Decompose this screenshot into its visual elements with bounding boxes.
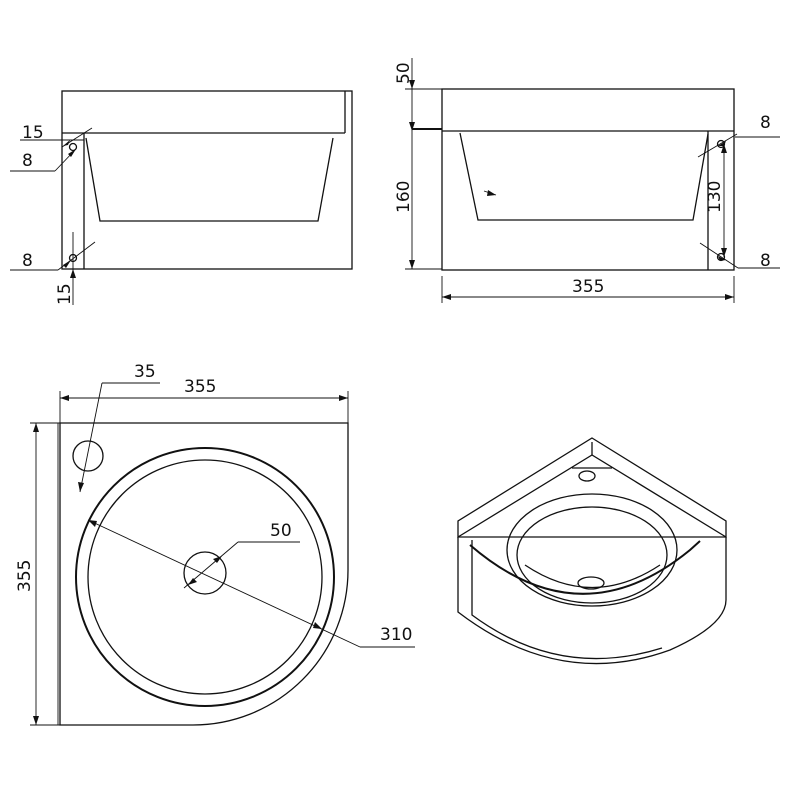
dimension-arrow-icon <box>68 149 76 157</box>
dimension-arrow-icon <box>33 716 39 725</box>
dimension-arrow-icon <box>70 269 76 278</box>
dimension-arrow-icon <box>487 190 496 196</box>
top-bowl-outer <box>75 447 335 707</box>
drain-icon <box>577 576 605 590</box>
side-dim-top: 50 <box>394 62 414 84</box>
front-dim-top-rim: 15 <box>22 123 44 143</box>
top-bowl-inner <box>87 459 323 695</box>
dimension-arrow-icon <box>718 256 726 261</box>
dimension-arrow-icon <box>442 294 451 300</box>
front-outline <box>61 90 353 270</box>
dimension-arrow-icon <box>721 248 727 257</box>
side-dim-upper-hole: 8 <box>760 113 771 133</box>
dimension-arrow-icon <box>63 140 70 146</box>
dimension-arrow-icon <box>213 556 222 563</box>
front-bowl-outline <box>85 137 334 222</box>
dimension-arrow-icon <box>339 395 348 401</box>
top-dim-tap-hole: 35 <box>134 362 156 382</box>
mounting-hole-icon <box>68 142 78 152</box>
side-dim-width: 355 <box>572 277 604 297</box>
dimension-arrow-icon <box>33 423 39 432</box>
iso-bowl-inner <box>516 506 668 604</box>
iso-body <box>457 537 727 665</box>
dimension-arrow-icon <box>78 482 84 492</box>
top-dim-drain: 50 <box>270 521 292 541</box>
front-dim-upper-hole: 8 <box>22 151 33 171</box>
dimension-arrow-icon <box>725 294 734 300</box>
iso-bowl-outer <box>506 493 678 607</box>
side-bowl-outline <box>459 132 709 221</box>
iso-rim-front <box>469 540 701 595</box>
side-dim-lower-hole: 8 <box>760 251 771 271</box>
tap-hole-icon <box>72 440 104 472</box>
isometric-view <box>457 437 727 665</box>
dimension-arrow-icon <box>409 122 415 131</box>
top-dim-width: 355 <box>184 377 216 397</box>
dimension-arrow-icon <box>60 395 69 401</box>
tap-hole-icon <box>578 470 596 482</box>
front-view: 15 8 8 15 <box>10 90 353 305</box>
side-dim-hole-spacing: 130 <box>705 181 725 213</box>
top-dim-bowl: 310 <box>380 625 412 645</box>
drain-icon <box>183 551 227 595</box>
side-outline <box>441 88 735 271</box>
top-dim-depth: 355 <box>15 560 35 592</box>
dimension-arrow-icon <box>88 520 97 527</box>
top-outline <box>59 422 349 726</box>
dimension-arrow-icon <box>721 144 727 153</box>
side-view: 50 160 8 130 8 355 <box>394 58 780 303</box>
dimension-arrow-icon <box>188 578 197 585</box>
side-dim-height: 160 <box>394 181 414 213</box>
front-dim-lower-hole: 8 <box>22 251 33 271</box>
front-dim-bottom-rim: 15 <box>55 283 75 305</box>
dimension-arrow-icon <box>63 260 71 268</box>
dimension-arrow-icon <box>313 622 322 629</box>
dimension-arrow-icon <box>409 260 415 269</box>
top-view: 35 355 355 50 310 <box>15 362 415 726</box>
dimension-arrow-icon <box>409 80 415 89</box>
